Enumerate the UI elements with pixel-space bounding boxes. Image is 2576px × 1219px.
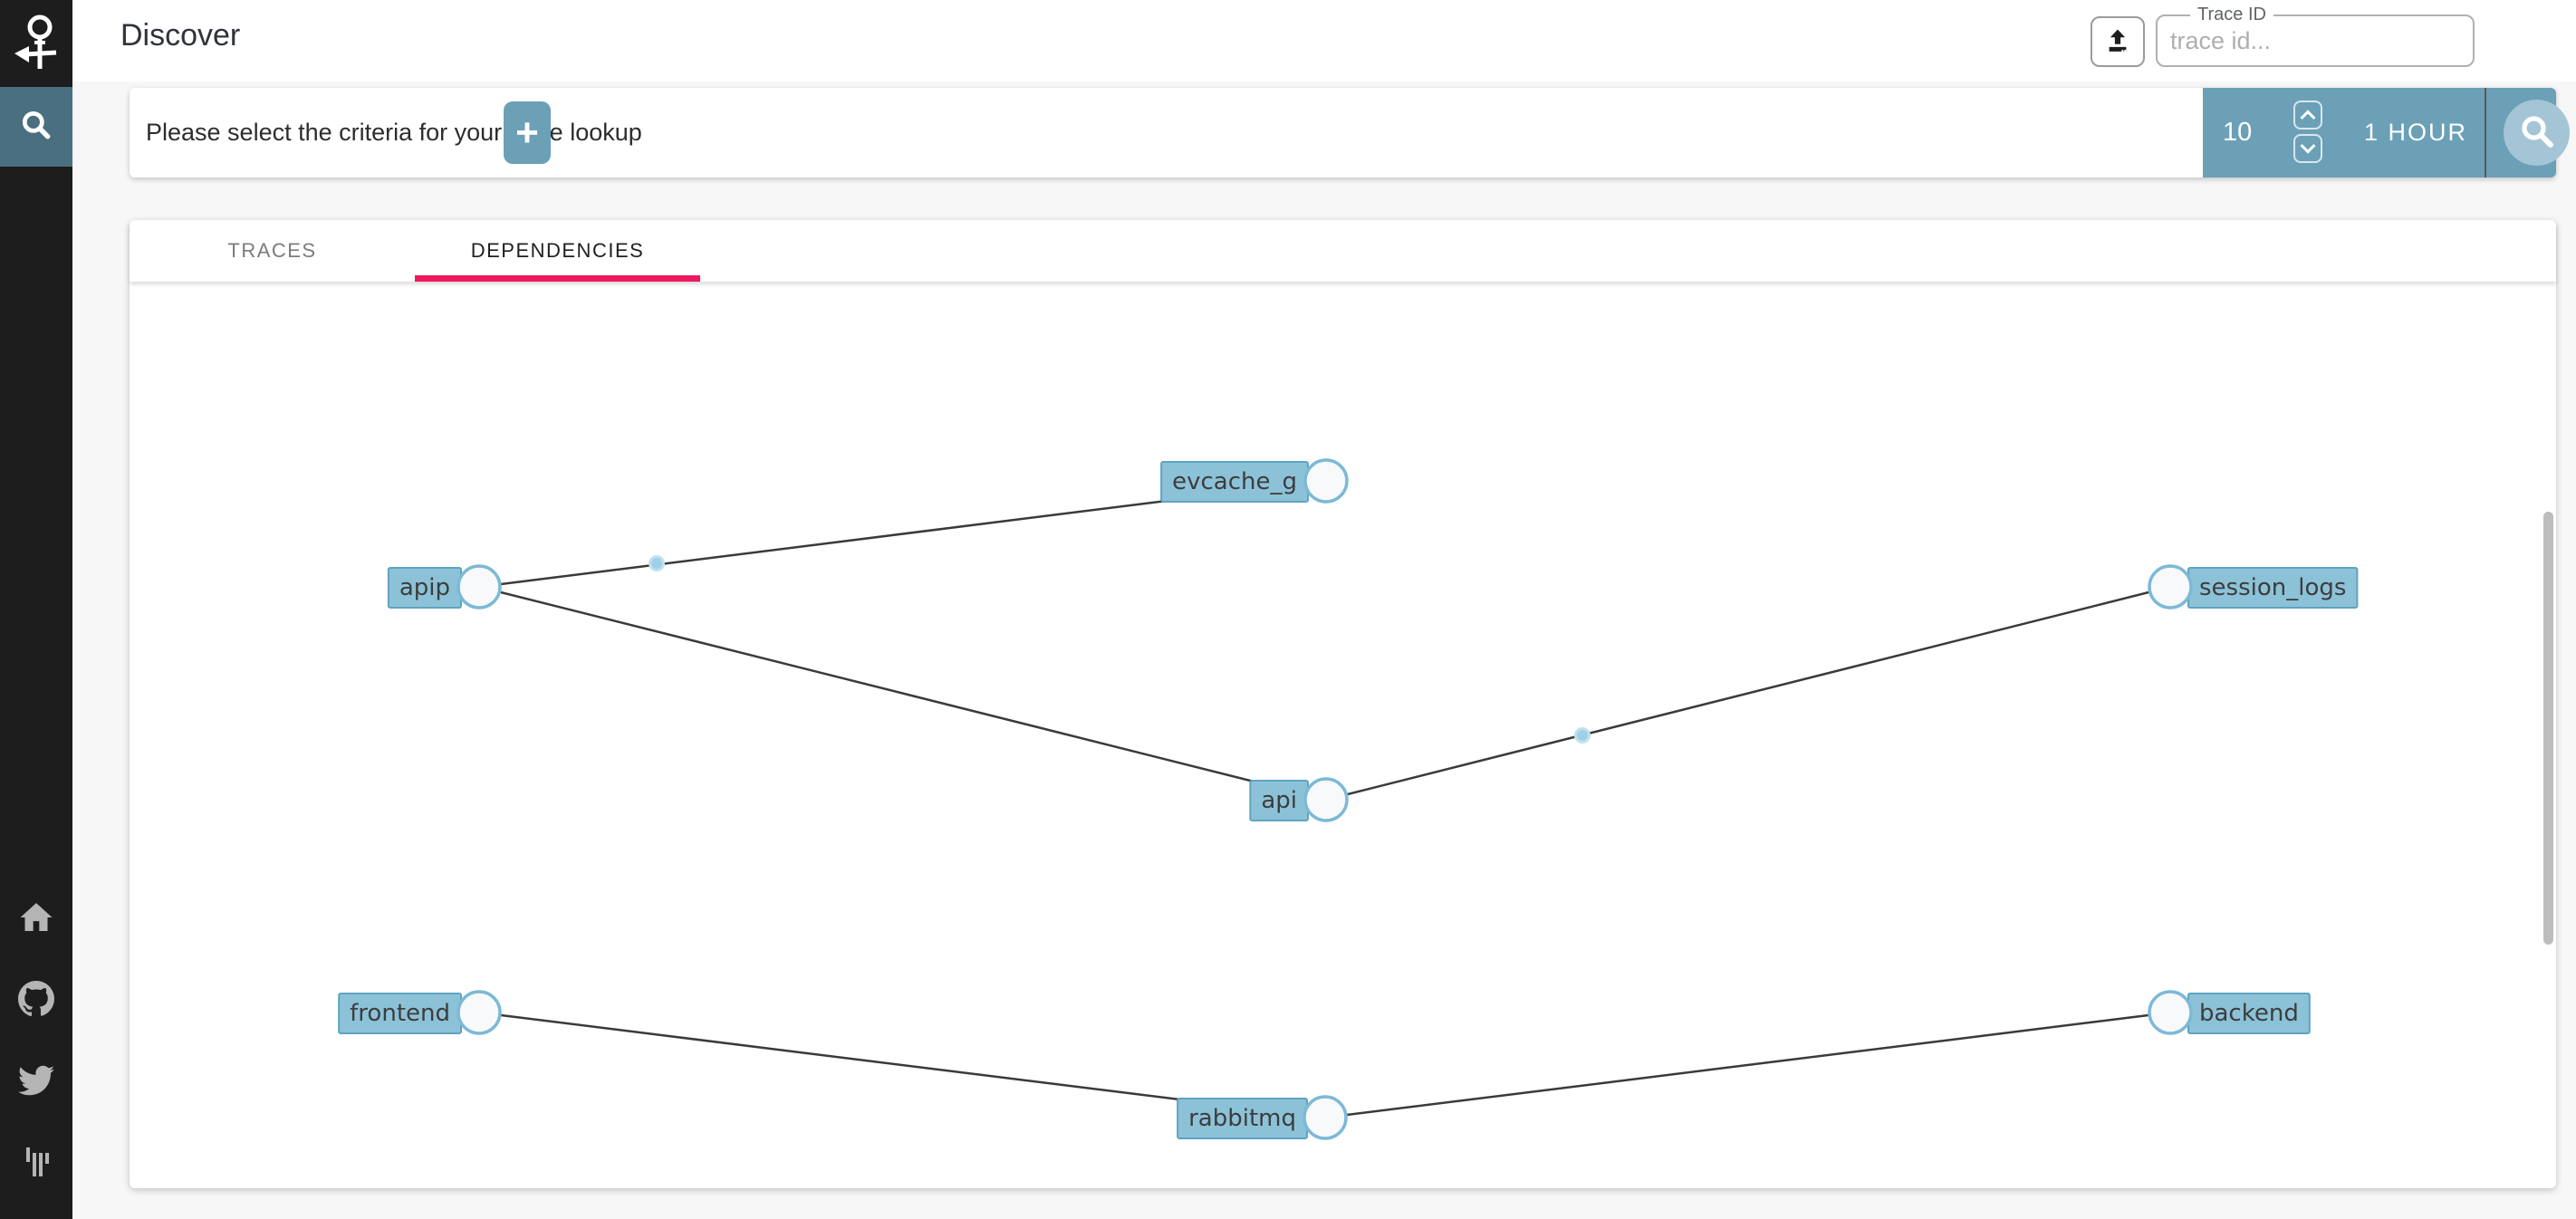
limit-increment-button[interactable] bbox=[2293, 101, 2322, 130]
zipkin-logo-icon[interactable] bbox=[0, 0, 72, 87]
graph-node-backend[interactable]: backend bbox=[2148, 990, 2311, 1035]
limit-stepper bbox=[2293, 101, 2322, 163]
traffic-dot bbox=[1574, 727, 1591, 744]
node-circle[interactable] bbox=[2148, 990, 2193, 1035]
search-icon bbox=[19, 108, 53, 147]
edge-rabbitmq-backend bbox=[1324, 1011, 2171, 1119]
home-icon[interactable] bbox=[0, 877, 72, 958]
graph-node-frontend[interactable]: frontend bbox=[338, 990, 502, 1035]
node-label: api bbox=[1261, 787, 1297, 814]
trace-id-input[interactable] bbox=[2158, 16, 2473, 65]
divider bbox=[2485, 88, 2486, 178]
tab-traces[interactable]: TRACES bbox=[130, 220, 415, 282]
node-circle[interactable] bbox=[1302, 1095, 1348, 1140]
edge-apip-api bbox=[478, 585, 1327, 801]
github-icon[interactable] bbox=[0, 958, 72, 1040]
search-button[interactable] bbox=[2504, 100, 2570, 166]
node-label: backend bbox=[2199, 1000, 2299, 1027]
graph-node-rabbitmq[interactable]: rabbitmq bbox=[1177, 1095, 1348, 1140]
sidebar-item-search[interactable] bbox=[0, 87, 72, 167]
node-circle[interactable] bbox=[1303, 777, 1349, 822]
node-label: frontend bbox=[350, 1000, 450, 1027]
lookup-options: 10 1 HOUR bbox=[2203, 88, 2570, 178]
limit-input[interactable]: 10 bbox=[2223, 118, 2253, 147]
trace-id-label: Trace ID bbox=[2190, 5, 2273, 24]
upload-trace-button[interactable] bbox=[2091, 16, 2145, 67]
trace-id-field: Trace ID bbox=[2156, 5, 2475, 67]
header: Discover Trace ID bbox=[72, 0, 2576, 82]
node-label: session_logs bbox=[2199, 574, 2346, 601]
chevron-down-icon bbox=[2300, 138, 2316, 154]
sidebar bbox=[0, 0, 72, 1219]
gitter-icon[interactable] bbox=[0, 1121, 72, 1203]
node-circle[interactable] bbox=[1303, 458, 1349, 504]
chevron-up-icon bbox=[2300, 110, 2316, 126]
graph-node-session_logs[interactable]: session_logs bbox=[2148, 564, 2359, 610]
scrollbar-thumb[interactable] bbox=[2543, 512, 2553, 945]
trace-lookup-bar: Please select the criteria for your trac… bbox=[130, 88, 2570, 178]
search-icon bbox=[2518, 112, 2556, 153]
traffic-dot bbox=[649, 555, 665, 571]
page-title: Discover bbox=[120, 18, 241, 53]
node-circle[interactable] bbox=[2148, 564, 2193, 610]
node-label: evcache_g bbox=[1172, 468, 1297, 495]
add-criteria-button[interactable]: + bbox=[504, 101, 551, 164]
limit-decrement-button[interactable] bbox=[2293, 134, 2322, 163]
graph-node-evcache_g[interactable]: evcache_g bbox=[1160, 458, 1349, 504]
edge-api-session_logs bbox=[1325, 585, 2171, 801]
upload-icon bbox=[2104, 27, 2131, 57]
tab-traces-label: TRACES bbox=[227, 239, 317, 262]
node-circle[interactable] bbox=[457, 990, 502, 1035]
sidebar-footer bbox=[0, 877, 72, 1219]
twitter-icon[interactable] bbox=[0, 1040, 72, 1121]
graph-node-apip[interactable]: apip bbox=[387, 564, 502, 610]
node-label: apip bbox=[399, 574, 450, 601]
graph-node-api[interactable]: api bbox=[1249, 777, 1349, 822]
tab-dependencies[interactable]: DEPENDENCIES bbox=[415, 220, 700, 282]
node-circle[interactable] bbox=[457, 564, 502, 610]
criteria-message: Please select the criteria for your trac… bbox=[146, 119, 642, 146]
tab-dependencies-label: DEPENDENCIES bbox=[470, 239, 645, 262]
node-label: rabbitmq bbox=[1188, 1105, 1296, 1132]
criteria-area[interactable]: Please select the criteria for your trac… bbox=[130, 88, 2203, 178]
tabbar: TRACES DEPENDENCIES bbox=[130, 220, 2556, 282]
lookback-select[interactable]: 1 HOUR bbox=[2364, 119, 2468, 146]
active-tab-indicator bbox=[415, 275, 700, 282]
